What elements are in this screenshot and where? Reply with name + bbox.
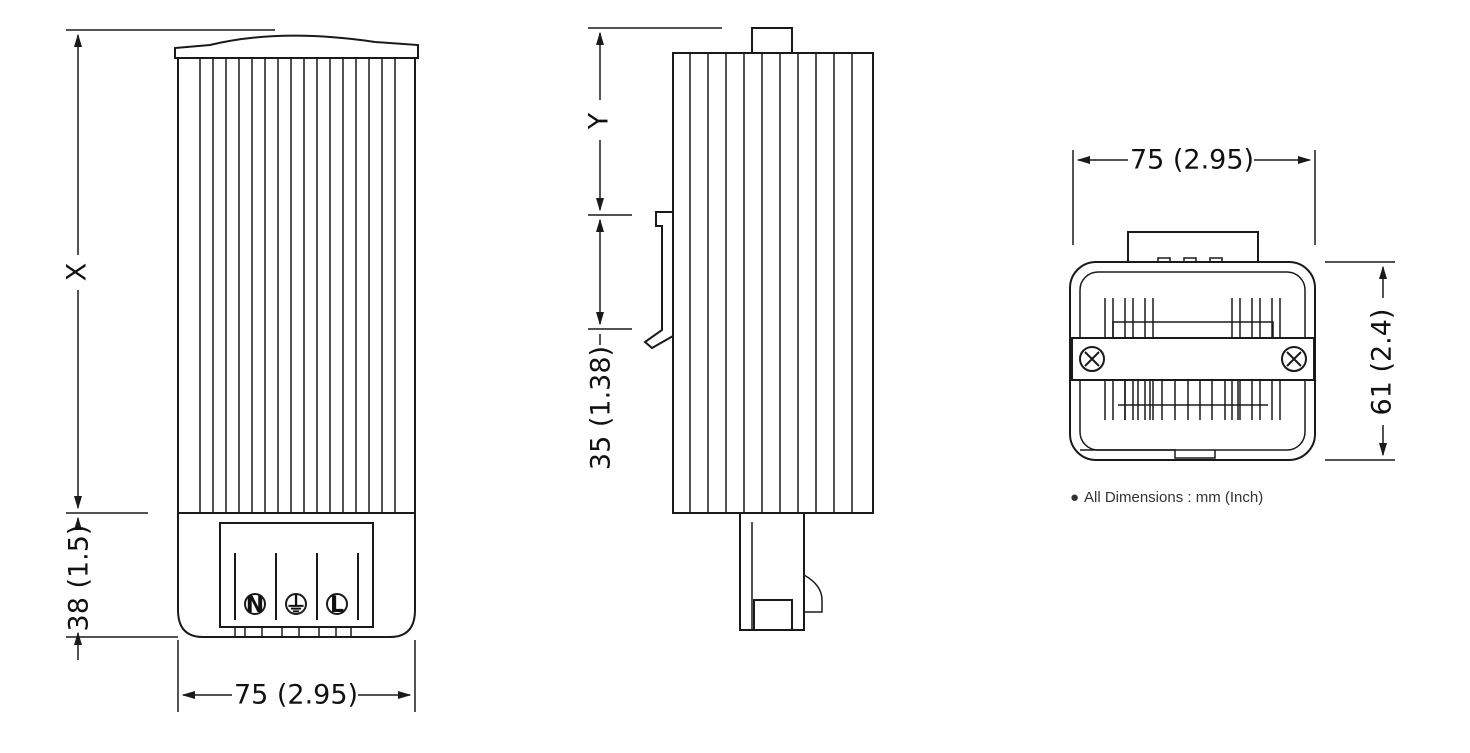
dimensions-note: All Dimensions : mm (Inch) <box>1084 489 1263 506</box>
side-fins <box>689 53 853 513</box>
bottom-view: 75 (2.95) 61 (2.4) ● All Dimensions : mm… <box>1069 145 1398 506</box>
rail-dim-label: 35 (1.38) <box>586 346 617 470</box>
terminal-l-icon <box>326 593 348 615</box>
note-bullet: ● <box>1070 489 1079 506</box>
terminal-ground-icon <box>285 593 307 615</box>
y-dim-label: Y <box>584 112 615 130</box>
front-top-cap <box>174 34 419 59</box>
front-width-label: 75 (2.95) <box>234 680 358 711</box>
bottom-view-tab <box>1127 231 1259 265</box>
screw-right-icon <box>1281 346 1307 372</box>
mounting-strap <box>1071 337 1315 381</box>
terminal-block <box>219 522 374 628</box>
din-rail-clip <box>643 211 674 350</box>
terminal-l-label: L <box>330 593 344 618</box>
screw-left-icon <box>1079 346 1105 372</box>
terminal-n-label: N <box>246 593 264 618</box>
terminal-n-icon <box>244 593 266 615</box>
bottom-width-label: 75 (2.95) <box>1130 145 1254 176</box>
front-body <box>177 57 416 514</box>
front-view: N ⏚ L X 38 (1.5) 75 (2.95) <box>62 29 419 712</box>
x-dim-label: X <box>62 263 93 282</box>
side-view: Y 35 (1.38) <box>584 27 874 631</box>
terminal-height-label: 38 (1.5) <box>64 525 95 632</box>
bottom-height-label: 61 (2.4) <box>1367 309 1398 416</box>
front-fins <box>199 58 396 513</box>
terminal-ground-label: ⏚ <box>285 593 307 618</box>
side-top-clip <box>751 27 793 54</box>
side-body <box>672 52 874 514</box>
